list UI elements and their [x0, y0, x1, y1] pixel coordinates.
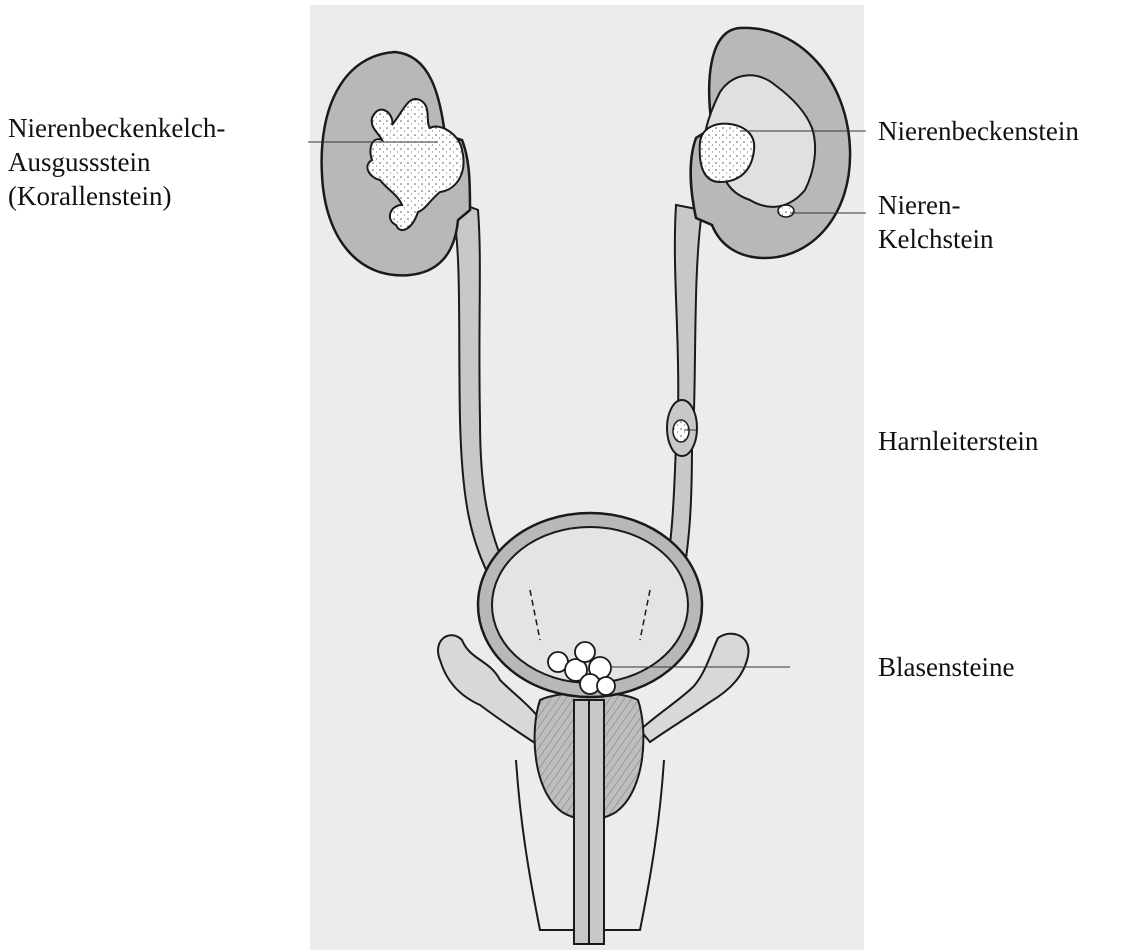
- label-pelvis-stone: Nierenbeckenstein: [878, 114, 1079, 148]
- label-calyx-stone-line1: Nieren-: [878, 188, 960, 222]
- calyx-stone: [778, 205, 794, 217]
- label-calyx-stone-line2: Kelchstein: [878, 222, 993, 256]
- label-staghorn-line1: Nierenbeckenkelch-: [8, 111, 225, 145]
- label-bladder-stones: Blasensteine: [878, 650, 1014, 684]
- label-staghorn-line3: (Korallenstein): [8, 179, 171, 213]
- label-ureter-stone: Harnleiterstein: [878, 424, 1038, 458]
- label-staghorn-line2: Ausgussstein: [8, 145, 151, 179]
- ureter-stone: [673, 420, 689, 442]
